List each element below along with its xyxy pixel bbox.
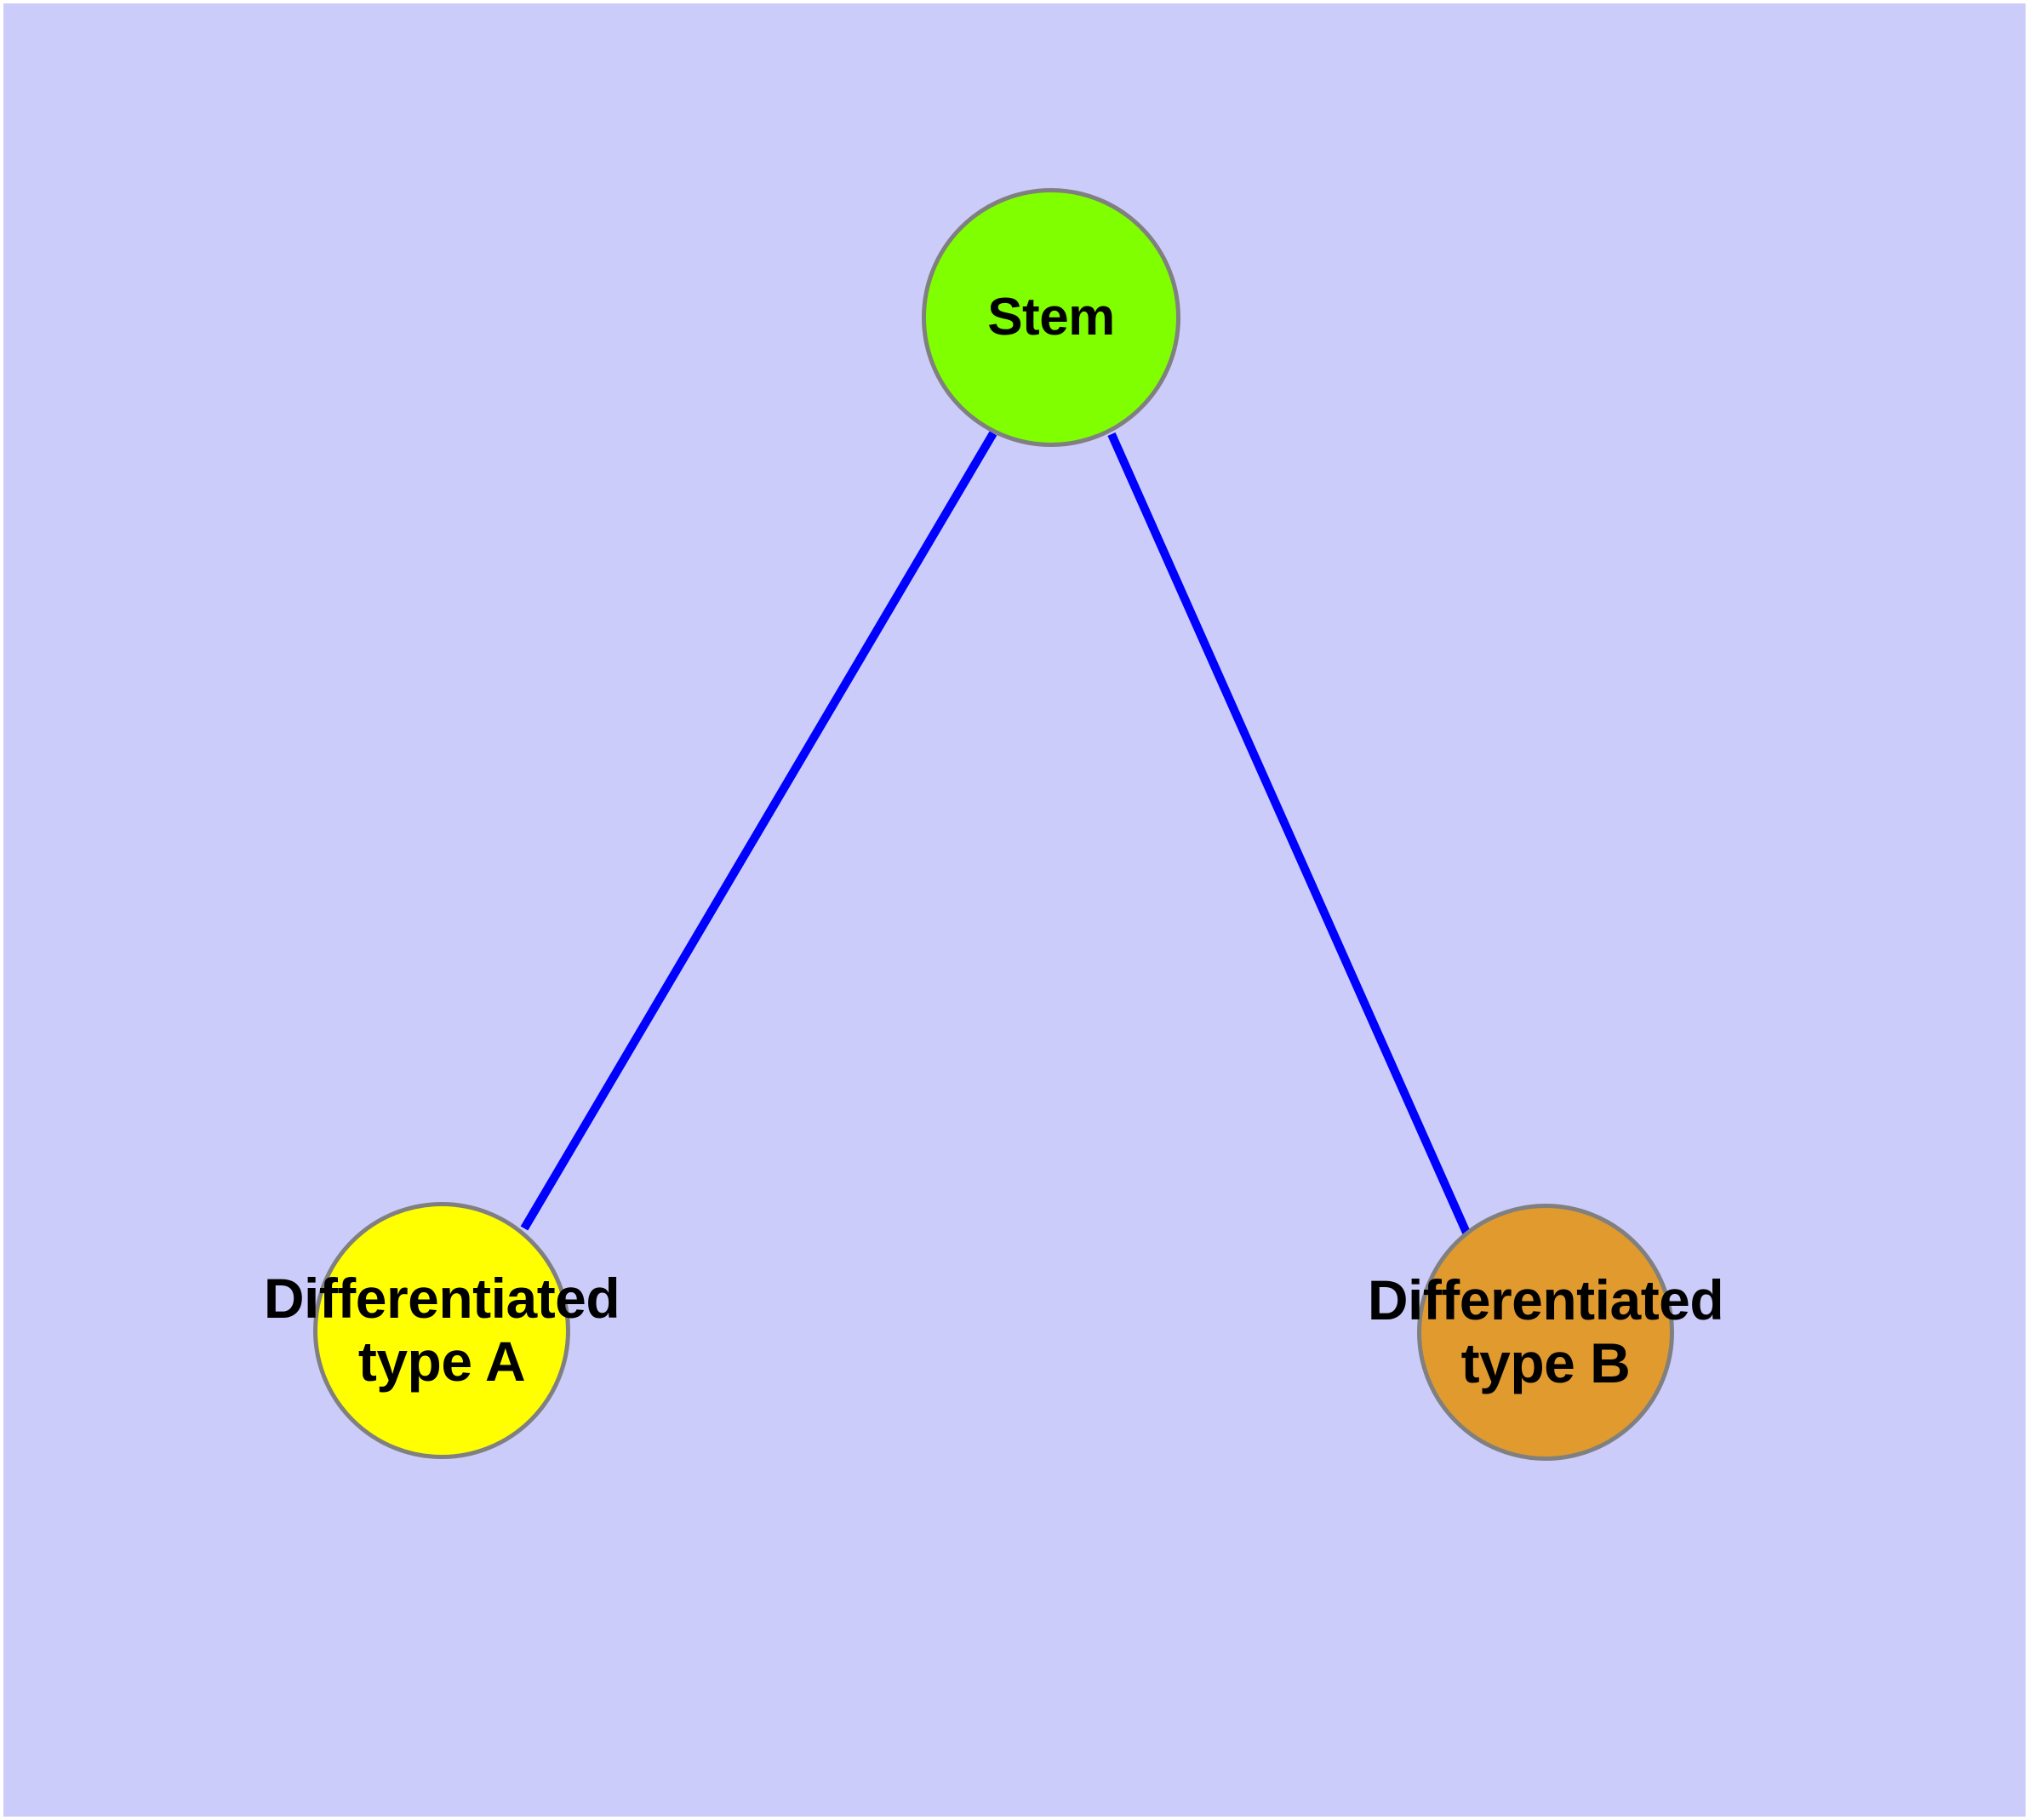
graph-node-stem[interactable]: Stem (922, 188, 1180, 447)
node-circle-diff_a[interactable] (313, 1202, 570, 1459)
node-label-diff_b: Differentiated type B (1367, 1268, 1724, 1394)
graph-node-diff_b[interactable]: Differentiated type B (1368, 1204, 1724, 1461)
graph-node-diff_a[interactable]: Differentiated type A (264, 1202, 620, 1459)
node-label-diff_a: Differentiated type A (263, 1267, 620, 1393)
node-circle-diff_b[interactable] (1417, 1204, 1674, 1461)
graph-edge[interactable] (1107, 432, 1471, 1235)
node-label-stem: Stem (987, 288, 1115, 347)
node-circle-stem[interactable] (922, 188, 1180, 447)
graph-edge[interactable] (520, 431, 997, 1231)
